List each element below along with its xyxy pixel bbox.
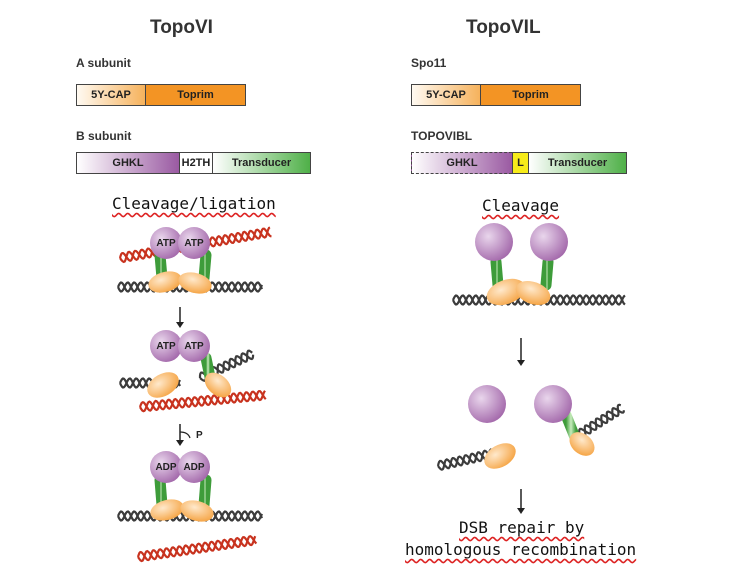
spo11-bar: 5Y-CAP Toprim [411,84,581,106]
phosphate-release-arrow [179,431,191,439]
orange-toprim-domain [148,271,182,293]
topovi-b-subunit-bar: GHKL H2TH Transducer [76,152,311,174]
b-subunit-label: B subunit [76,129,132,143]
purple-atp-domain [178,227,210,259]
purple-ghkl-domain [475,223,513,261]
cleavage-text: Cleavage [482,196,560,215]
topovibl-label: TOPOVIBL [411,129,473,143]
domain-ghkl: GHKL [411,152,512,174]
green-stalk [154,474,168,511]
domain-h2th: H2TH [179,153,212,173]
purple-atp-domain [178,330,210,362]
atp-label: ATP [184,238,204,249]
green-stalk [540,256,554,291]
dsb-repair-text: DSB repair by [459,518,585,537]
topovil-title: TopoVIL [466,17,541,38]
nucleotide-labels: ATP ATP ATP ATP P ADP ADP [155,238,204,473]
phosphate-label: P [196,430,203,441]
atp-label: ATP [156,238,176,249]
down-arrow [176,424,184,446]
orange-toprim-domain [569,432,595,456]
dna-red-released-stage3 [136,534,258,563]
spo11-label: Spo11 [411,56,447,70]
domain-toprim: Toprim [480,85,580,105]
orange-toprim-domain [486,278,526,306]
topovibl-bar: GHKL L Transducer [411,152,627,174]
down-arrow [517,338,525,366]
green-stalk [198,249,212,284]
outcome-line-2: homologous recombination [405,540,636,559]
purple-adp-domain [178,451,210,483]
green-stalk [490,256,504,291]
purple-atp-domain [150,227,182,259]
purple-atp-domain [150,330,182,362]
down-arrow [176,307,184,328]
homologous-recombination-text: homologous recombination [405,540,637,559]
adp-label: ADP [183,462,204,473]
orange-toprim-domain [150,499,184,521]
protein-complexes [147,223,595,522]
purple-ghkl-domain [530,223,568,261]
process-arrows [176,307,525,514]
orange-toprim-domain [515,280,551,306]
orange-toprim-domain [204,372,232,398]
down-arrow [517,489,525,514]
orange-toprim-domain [178,272,212,294]
purple-ghkl-domain [468,385,506,423]
cleavage-caption: Cleavage [482,196,559,215]
domain-transducer: Transducer [529,152,627,174]
cleavage-ligation-text: Cleavage/ligation [112,194,276,213]
domain-ghkl: GHKL [77,153,179,173]
dna-red-passing-stage2 [138,389,267,413]
a-subunit-label: A subunit [76,56,131,70]
domain-5y-cap: 5Y-CAP [77,85,145,105]
topovi-title: TopoVI [150,17,213,38]
orange-toprim-domain [180,500,214,522]
purple-ghkl-domain [534,385,572,423]
domain-transducer: Transducer [212,153,310,173]
outcome-line-1: DSB repair by [459,518,584,537]
orange-toprim-domain [147,372,179,398]
adp-label: ADP [155,462,176,473]
domain-5y-cap: 5Y-CAP [412,85,480,105]
domain-toprim: Toprim [145,85,245,105]
atp-label: ATP [156,341,176,352]
topovi-a-subunit-bar: 5Y-CAP Toprim [76,84,246,106]
green-stalk [198,474,212,511]
purple-adp-domain [150,451,182,483]
domain-l: L [512,152,529,174]
cleavage-ligation-caption: Cleavage/ligation [112,194,276,213]
atp-label: ATP [184,341,204,352]
orange-toprim-domain [484,443,516,469]
